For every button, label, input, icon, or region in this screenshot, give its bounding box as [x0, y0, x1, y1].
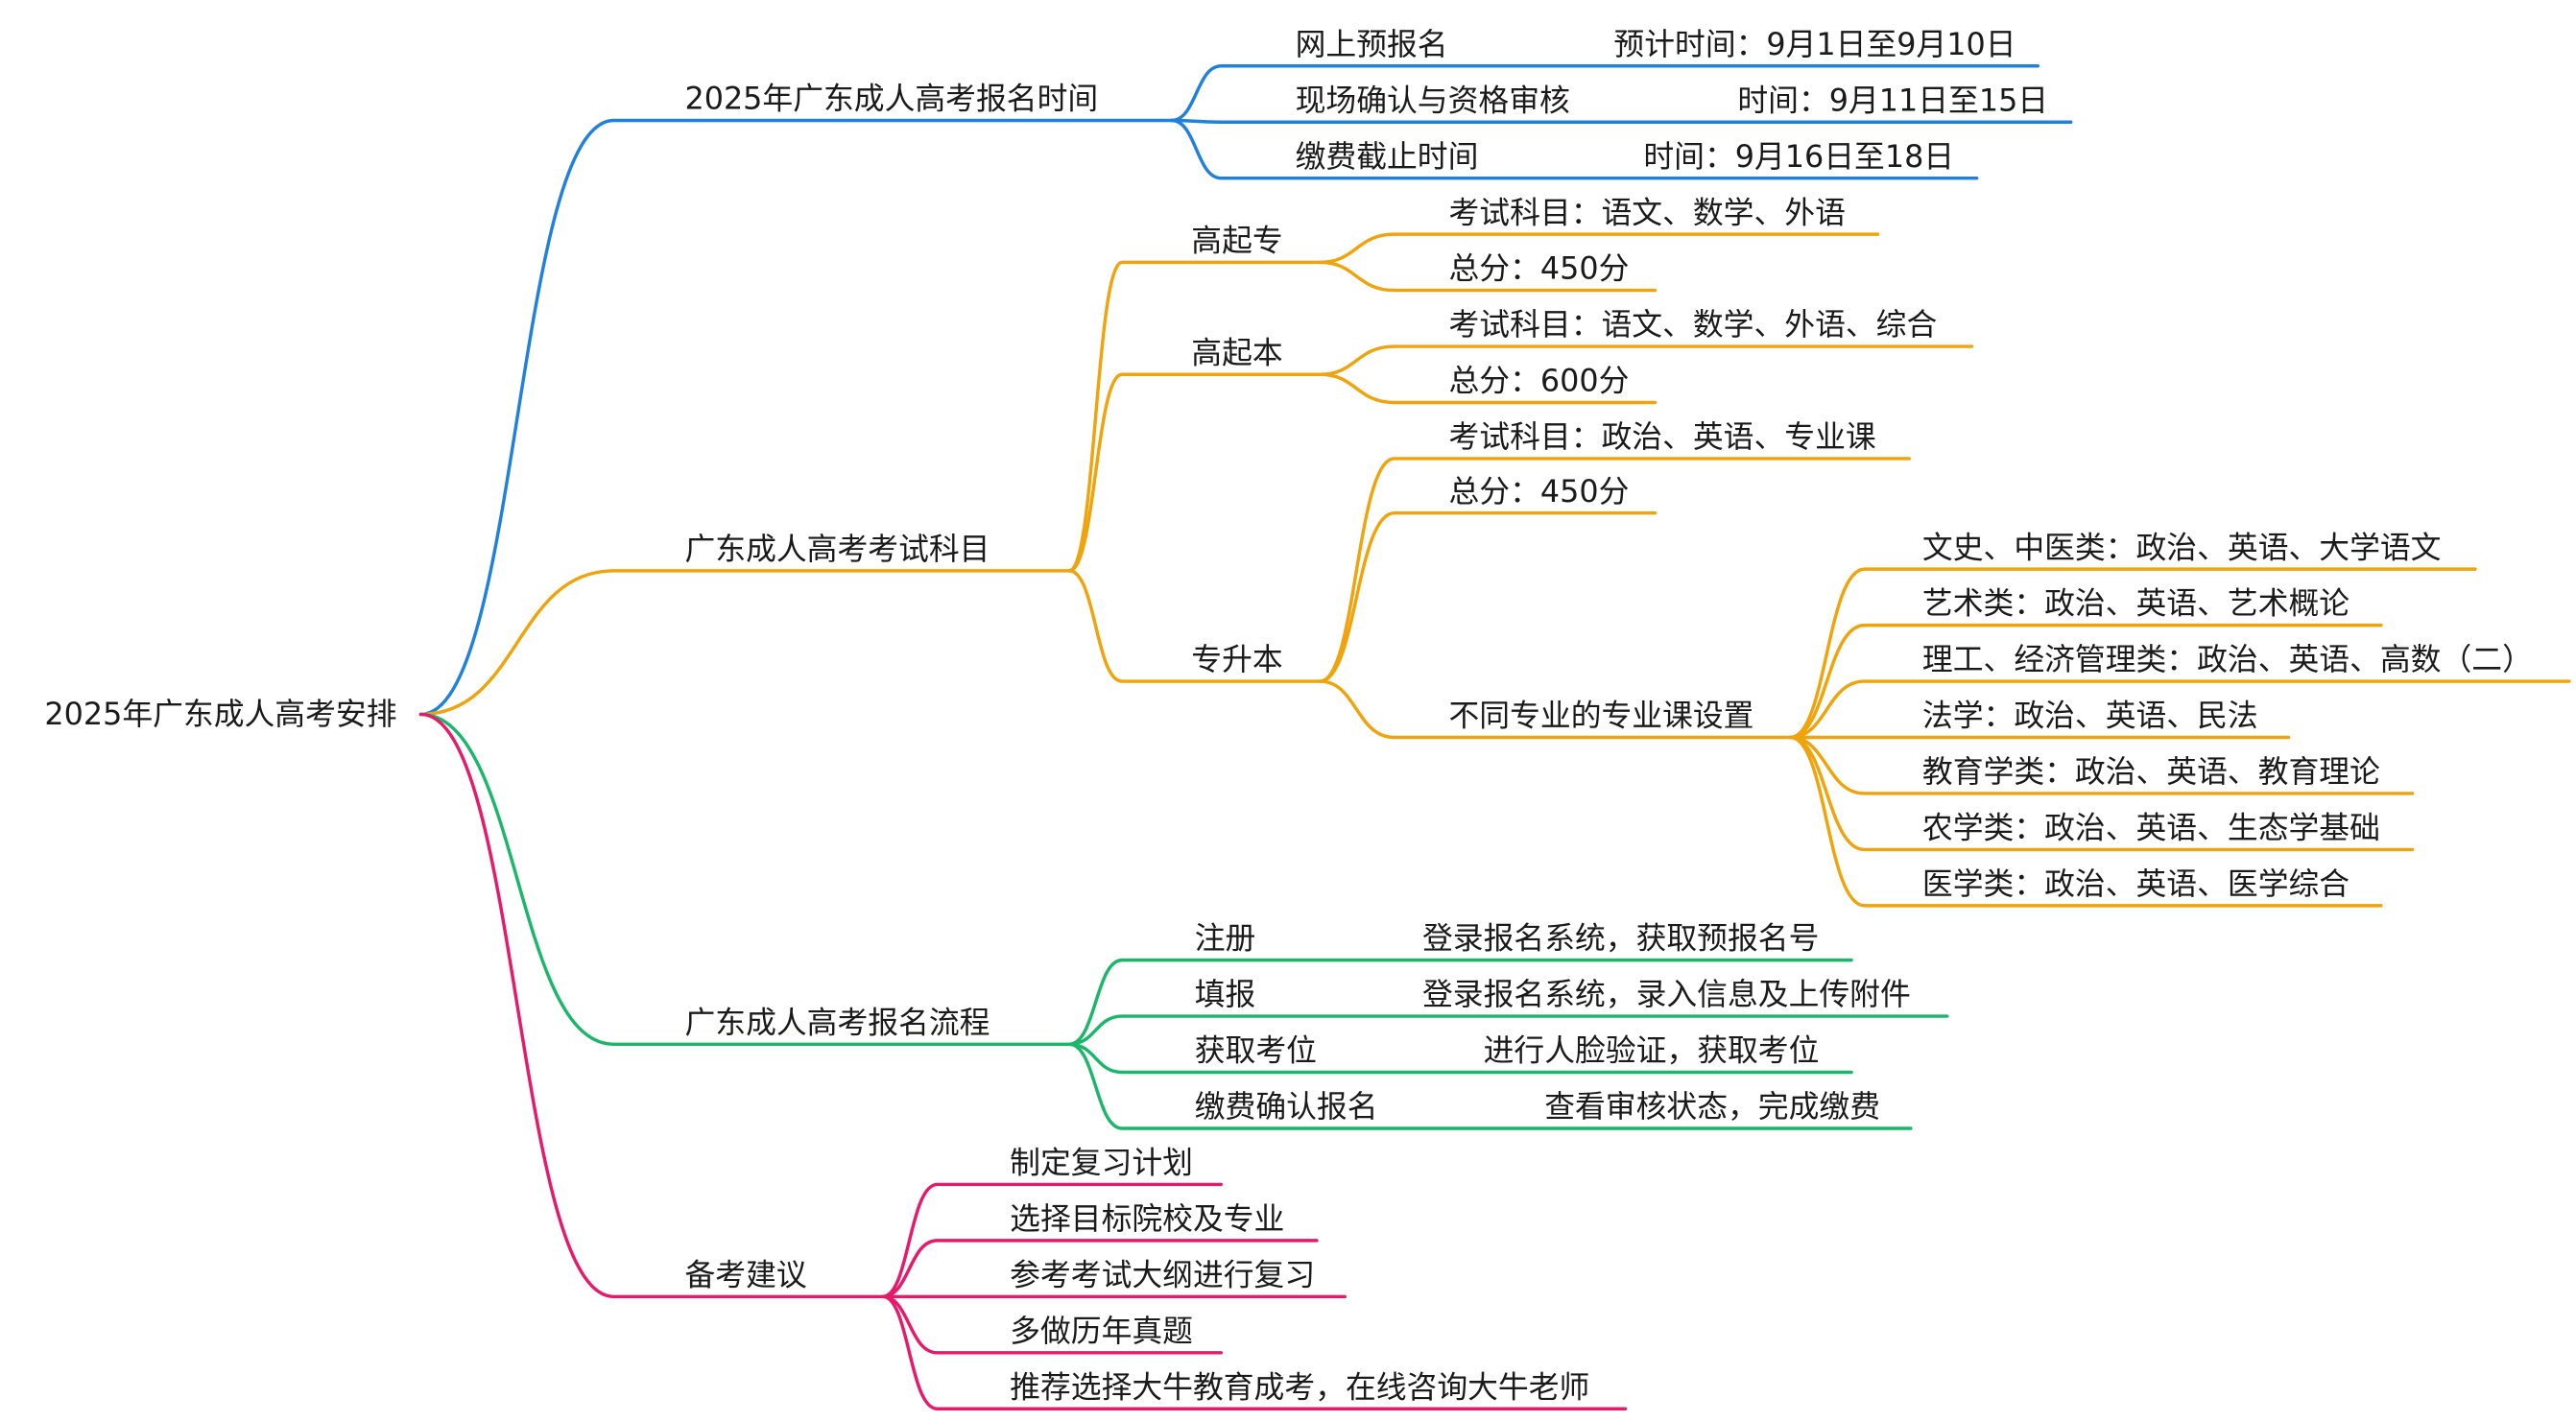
- node-label: 网上预报名: [1296, 27, 1448, 62]
- major-item: 教育学类：政治、英语、教育理论: [1922, 754, 2380, 790]
- advice-item: 选择目标院校及专业: [1010, 1201, 1284, 1237]
- node-detail: 预计时间：9月1日至9月10日: [1613, 27, 2015, 62]
- connector-line: [1318, 679, 1793, 740]
- major-item: 医学类：政治、英语、医学综合: [1922, 866, 2349, 902]
- connector-line: [1318, 344, 1974, 376]
- connector-line: [1067, 1042, 1913, 1130]
- branch-line-registration-time: [418, 118, 1174, 717]
- branch-line-registration-process: [418, 712, 1071, 1047]
- branch-registration-process: 广东成人高考报名流程 注册 登录报名系统，获取预报名号 填报 登录报名系统，录入…: [418, 712, 1949, 1130]
- step-detail: 登录报名系统，录入信息及上传附件: [1422, 977, 1911, 1012]
- connector-line: [1067, 569, 1323, 683]
- step-label: 注册: [1195, 921, 1256, 957]
- step-detail: 进行人脸验证，获取考位: [1484, 1033, 1820, 1069]
- branch-exam-advice: 备考建议 制定复习计划 选择目标院校及专业 参考考试大纲进行复习 多做历年真题 …: [418, 712, 1628, 1410]
- node-label: 考试科目：语文、数学、外语: [1449, 195, 1846, 230]
- connector-line: [1067, 1014, 1949, 1047]
- major-item: 法学：政治、英语、民法: [1922, 699, 2258, 734]
- step-detail: 登录报名系统，获取预报名号: [1422, 921, 1819, 957]
- step-label: 缴费确认报名: [1195, 1089, 1378, 1125]
- branch-registration-time: 2025年广东成人高考报名时间 网上预报名 预计时间：9月1日至9月10日 现场…: [418, 27, 2073, 717]
- level-label-gaoqizhuan: 高起专: [1191, 224, 1282, 259]
- connector-line: [1318, 260, 1658, 293]
- root-node: 2025年广东成人高考安排: [44, 697, 396, 732]
- major-item: 文史、中医类：政治、英语、大学语文: [1922, 530, 2442, 565]
- connector-line: [1788, 735, 2383, 908]
- major-item: 艺术类：政治、英语、艺术概论: [1922, 586, 2349, 622]
- connector-line: [881, 1182, 1223, 1299]
- step-label: 获取考位: [1195, 1033, 1317, 1069]
- major-item: 农学类：政治、英语、生态学基础: [1922, 811, 2380, 846]
- advice-item: 制定复习计划: [1010, 1146, 1193, 1181]
- connector-line: [1788, 735, 2415, 795]
- step-detail: 查看审核状态，完成缴费: [1544, 1089, 1880, 1125]
- node-label: 总分：450分: [1449, 251, 1630, 287]
- connector-line: [1169, 118, 2073, 124]
- node-label: 现场确认与资格审核: [1296, 83, 1570, 118]
- majors-label: 不同专业的专业课设置: [1449, 699, 1754, 734]
- connector-line: [1318, 372, 1658, 405]
- connector-line: [881, 1294, 1628, 1410]
- connector-line: [1788, 679, 2571, 740]
- connector-line: [1169, 64, 2040, 123]
- node-detail: 时间：9月16日至18日: [1643, 139, 1954, 175]
- connector-line: [1788, 623, 2383, 740]
- advice-item: 推荐选择大牛教育成考，在线咨询大牛老师: [1010, 1369, 1589, 1405]
- connector-line: [1067, 958, 1853, 1047]
- major-item: 理工、经济管理类：政治、英语、高数（二）: [1922, 642, 2533, 677]
- node-label: 总分：600分: [1449, 364, 1630, 399]
- connector-line: [1067, 260, 1323, 573]
- branch-exam-subjects: 广东成人高考考试科目 高起专 考试科目：语文、数学、外语 总分：450分 高起本…: [418, 195, 2571, 908]
- connector-line: [1067, 372, 1323, 573]
- branch-line-exam-advice: [418, 712, 885, 1299]
- branch-label-registration-process: 广东成人高考报名流程: [684, 1005, 990, 1040]
- branch-label-exam-advice: 备考建议: [684, 1257, 806, 1292]
- connector-line: [1169, 118, 1979, 180]
- branch-label-registration-time: 2025年广东成人高考报名时间: [684, 82, 1098, 117]
- advice-item: 多做历年真题: [1010, 1314, 1193, 1349]
- node-label: 缴费截止时间: [1296, 139, 1479, 175]
- node-label: 总分：450分: [1449, 474, 1630, 510]
- connector-line: [881, 1239, 1319, 1299]
- step-label: 填报: [1195, 977, 1256, 1012]
- connector-line: [1318, 457, 1911, 683]
- node-label: 考试科目：语文、数学、外语、综合: [1449, 307, 1938, 343]
- branch-label-exam-subjects: 广东成人高考考试科目: [684, 532, 990, 567]
- node-detail: 时间：9月11日至15日: [1737, 83, 2048, 118]
- advice-item: 参考考试大纲进行复习: [1010, 1257, 1315, 1292]
- node-label: 考试科目：政治、英语、专业课: [1449, 419, 1876, 455]
- connector-line: [1318, 510, 1658, 683]
- connector-line: [1788, 567, 2477, 740]
- level-label-zhuanshengben: 专升本: [1191, 642, 1282, 677]
- branch-line-exam-subjects: [418, 569, 1071, 717]
- connector-line: [1318, 232, 1880, 265]
- level-label-gaoqiben: 高起本: [1191, 335, 1282, 370]
